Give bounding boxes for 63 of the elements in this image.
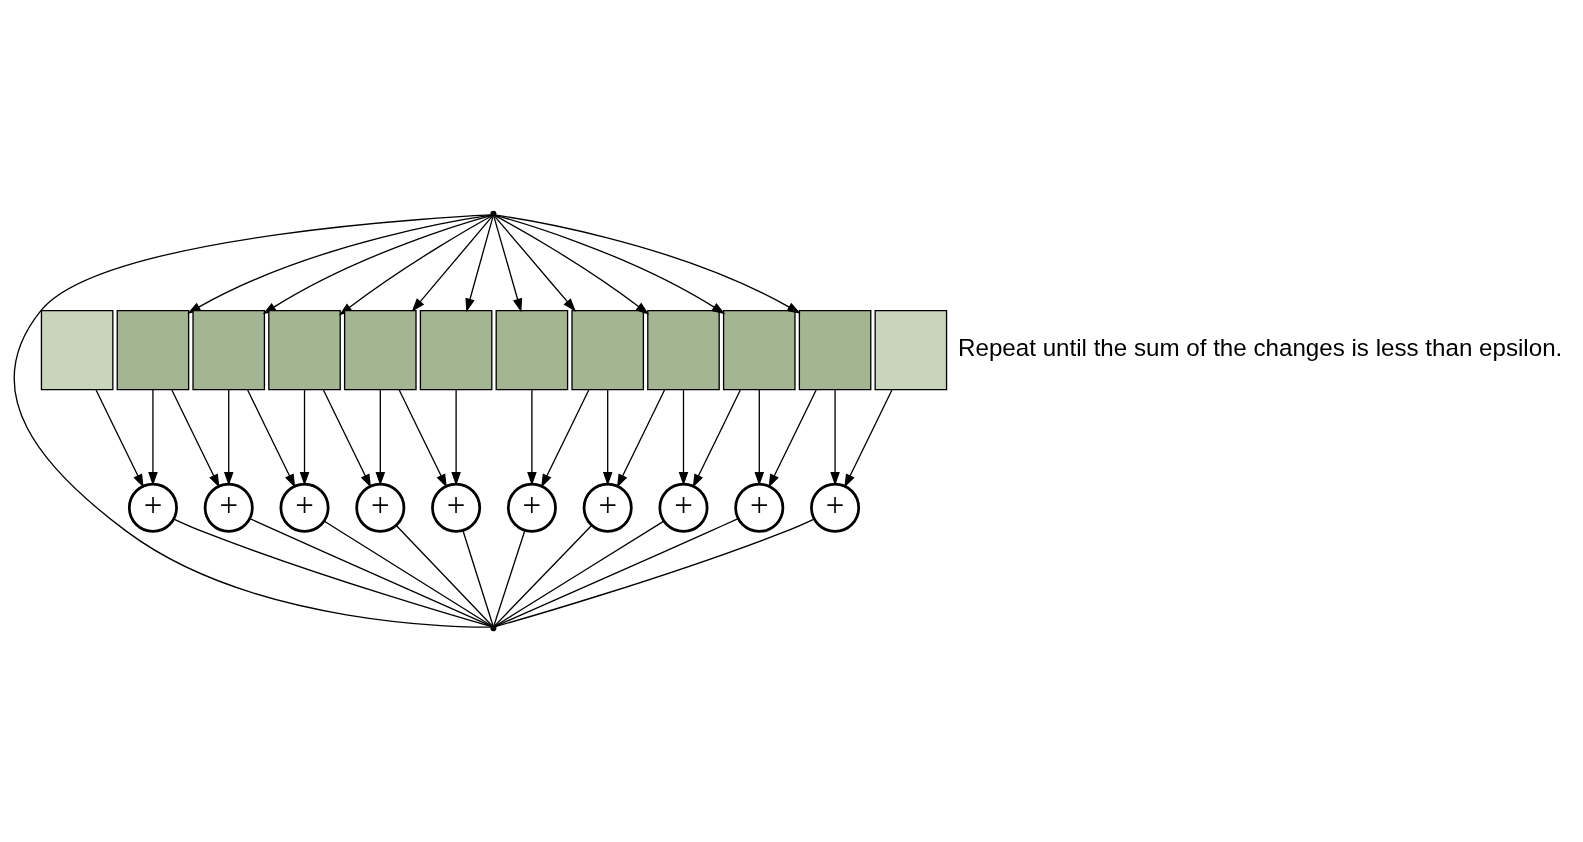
- connector: [13, 214, 492, 628]
- arrow: [299, 389, 310, 486]
- node-box: [798, 309, 872, 391]
- arrow: [148, 389, 158, 486]
- node-dot: [490, 210, 497, 217]
- node-box: [268, 309, 341, 391]
- node-dot: [490, 625, 497, 632]
- arrow: [398, 389, 447, 488]
- arrow: [95, 389, 144, 488]
- arrow: [494, 214, 801, 314]
- node-box: [116, 309, 190, 391]
- connector: [493, 529, 526, 627]
- arrow: [602, 389, 613, 486]
- node-circle: +: [127, 482, 178, 533]
- node-circle: +: [355, 482, 406, 533]
- arrow: [844, 389, 893, 488]
- connector: [493, 524, 593, 627]
- label: Repeat until the sum of the changes is less than epsilon.: [958, 334, 1563, 362]
- connector: [173, 518, 493, 628]
- node-box: [192, 309, 266, 391]
- node-box: [647, 309, 720, 391]
- connector: [494, 517, 739, 628]
- arrow: [692, 389, 741, 488]
- node-circle: +: [506, 482, 557, 533]
- node-circle: +: [582, 482, 633, 533]
- arrow: [616, 389, 666, 488]
- node-circle: +: [734, 482, 785, 533]
- arrow: [451, 389, 461, 486]
- node-box: [571, 309, 645, 391]
- arrow: [322, 389, 372, 488]
- arrow: [375, 389, 386, 486]
- arrow: [494, 215, 650, 315]
- connector: [323, 520, 493, 627]
- arrow: [465, 215, 494, 313]
- arrow: [171, 389, 220, 488]
- arrow: [830, 389, 840, 486]
- node-box: [495, 309, 569, 391]
- node-circle: +: [203, 482, 254, 533]
- connector: [494, 518, 815, 628]
- node-circle: +: [658, 482, 709, 533]
- node-box: [40, 309, 114, 391]
- node-box: [343, 309, 417, 391]
- node-box: [419, 309, 493, 391]
- connector: [249, 517, 493, 628]
- arrow: [247, 389, 296, 488]
- connector: [395, 525, 493, 627]
- arrow: [494, 215, 576, 312]
- arrow: [494, 214, 726, 315]
- arrow: [223, 389, 234, 486]
- arrow: [411, 215, 493, 312]
- connector: [494, 520, 665, 627]
- arrow: [541, 389, 590, 488]
- node-box: [722, 309, 796, 391]
- arrow: [768, 389, 817, 488]
- node-circle: +: [810, 482, 861, 533]
- connector: [462, 529, 494, 627]
- arrow: [493, 215, 523, 313]
- node-circle: +: [279, 482, 330, 533]
- arrow: [754, 389, 765, 486]
- node-box: [874, 309, 948, 391]
- node-circle: +: [431, 482, 482, 533]
- arrow: [678, 389, 689, 486]
- arrow: [527, 389, 537, 486]
